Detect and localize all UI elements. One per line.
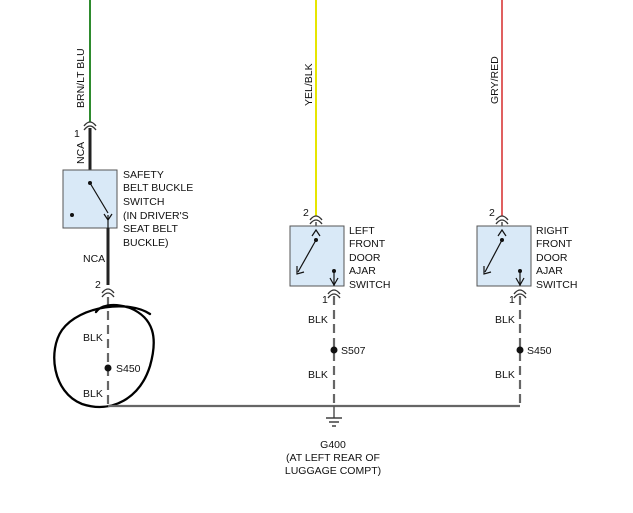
left-switch-label-5: SWITCH [349,279,390,291]
ground-symbol-icon [326,417,342,427]
connector-seatbelt-bottom [101,288,115,294]
wire-label-blk-5: BLK [495,314,515,326]
seatbelt-switch-label-4: (IN DRIVER'S [123,210,189,222]
left-switch-arrow-bottom [329,277,339,287]
pin-1-left-bottom: 1 [322,294,328,306]
connector-right-bottom-b [513,289,527,295]
connector-right-top [495,219,509,225]
pin-1-right-bottom: 1 [509,294,515,306]
wire-label-gry-red: GRY/RED [489,56,501,104]
pin-1-seatbelt-top: 1 [74,128,80,140]
wire-label-nca-bottom: NCA [83,253,105,265]
right-switch-label-5: SWITCH [536,279,577,291]
pin-2-seatbelt-bottom: 2 [95,279,101,291]
right-switch-box [476,225,532,287]
wire-label-blk-2: BLK [83,388,103,400]
right-switch-arrow-bottom [515,277,525,287]
seatbelt-switch-blade [89,182,109,214]
left-switch-label-4: AJAR [349,265,376,277]
connector-left-top [309,219,323,225]
connector-left-bottom [327,293,341,299]
seatbelt-switch-label-6: BUCKLE) [123,237,169,249]
wire-label-yel-blk: YEL/BLK [303,63,315,106]
seatbelt-switch-label-3: SWITCH [123,196,164,208]
wire-label-blk-1: BLK [83,332,103,344]
right-switch-label-1: RIGHT [536,225,569,237]
splice-s507 [330,346,338,354]
left-switch-box [289,225,345,287]
left-switch-arrow-top [311,228,321,237]
splice-label-s507: S507 [341,345,366,357]
wire-label-brn-lt-blu: BRN/LT BLU [75,48,87,108]
pin-2-right-top: 2 [489,207,495,219]
right-switch-arrow-mid [483,266,492,275]
splice-s450-right [516,346,524,354]
splice-label-s450-left: S450 [116,363,141,375]
left-switch-label-3: DOOR [349,252,381,264]
connector-seatbelt-top [83,125,97,131]
connector-left-bottom-b [327,289,341,295]
left-switch-blade [297,239,317,273]
ground-label-id: G400 [320,439,346,451]
seatbelt-switch-label-1: SAFETY [123,169,164,181]
wire-label-blk-4: BLK [308,369,328,381]
right-switch-label-4: AJAR [536,265,563,277]
connector-right-bottom [513,293,527,299]
right-switch-label-3: DOOR [536,252,568,264]
connector-left-top-b [309,215,323,221]
splice-label-s450-right: S450 [527,345,552,357]
left-switch-label-2: FRONT [349,238,386,250]
hand-drawn-circle-annotation [53,303,155,409]
wire-label-blk-3: BLK [308,314,328,326]
connector-right-top-b [495,215,509,221]
ground-label-loc2: LUGGAGE COMPT) [285,465,381,477]
seatbelt-switch-contact-b [70,213,74,217]
ground-label-loc1: (AT LEFT REAR OF [286,452,380,464]
seatbelt-switch-label-5: SEAT BELT [123,223,178,235]
connector-seatbelt-top-b [83,121,97,127]
right-switch-label-2: FRONT [536,238,573,250]
left-switch-label-1: LEFT [349,225,375,237]
wire-label-nca-top: NCA [75,142,87,164]
splice-s450-left [104,364,112,372]
pin-2-left-top: 2 [303,207,309,219]
seatbelt-switch-label-2: BELT BUCKLE [123,182,193,194]
right-switch-arrow-top [497,228,507,237]
right-switch-blade [484,239,503,273]
left-switch-arrow-mid [296,266,305,275]
connector-seatbelt-bottom-b [101,292,115,298]
wire-label-blk-6: BLK [495,369,515,381]
